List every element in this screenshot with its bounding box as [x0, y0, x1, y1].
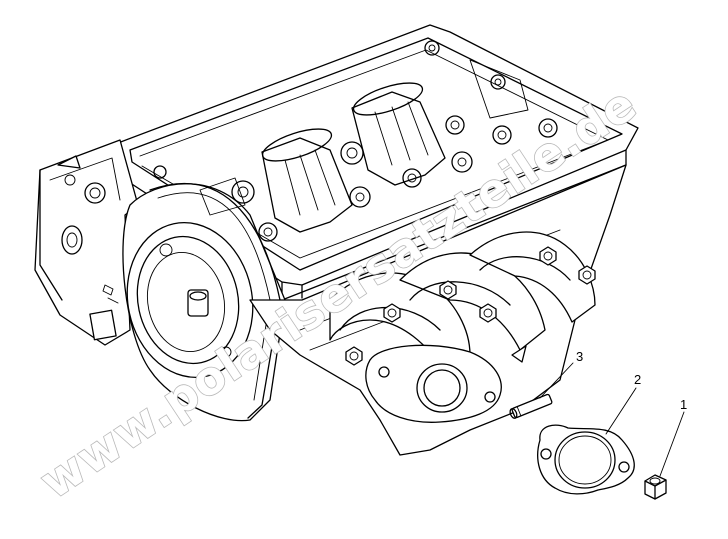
manifold-bolts — [345, 246, 596, 366]
dowel-pin-part — [509, 393, 553, 419]
gasket-part — [537, 424, 635, 495]
svg-text:3: 3 — [576, 349, 583, 364]
callout-label-1: 1 — [680, 397, 687, 412]
callout-label-3: 3 — [576, 349, 583, 364]
callout-leaders — [539, 362, 685, 477]
callout-label-2: 2 — [634, 372, 641, 387]
svg-text:1: 1 — [680, 397, 687, 412]
svg-text:2: 2 — [634, 372, 641, 387]
engine-block-drawing — [34, 24, 639, 456]
nut-part — [644, 474, 667, 500]
head-ports — [153, 40, 558, 242]
